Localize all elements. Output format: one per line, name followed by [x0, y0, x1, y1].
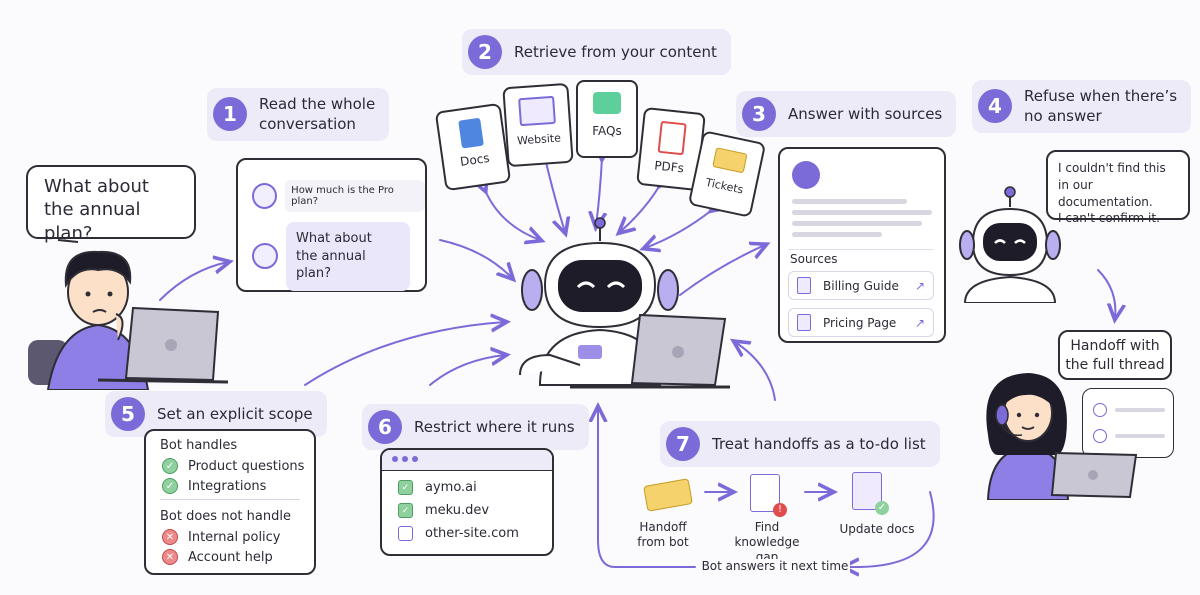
step-7-number: 7 — [666, 427, 700, 461]
avatar-icon — [252, 243, 278, 270]
sources-label: Sources — [790, 252, 838, 266]
step-7-title: Treat handoffs as a to-do list — [712, 434, 926, 453]
step-1-number: 1 — [213, 97, 247, 132]
cross-icon: ✕ — [162, 549, 178, 565]
scope-handle-item: ✓Integrations — [162, 478, 266, 494]
domain-restriction-card: ✓aymo.ai ✓meku.dev other-site.com — [380, 448, 554, 556]
step-4-number: 4 — [978, 89, 1012, 124]
domain-row-meku[interactable]: ✓meku.dev — [398, 503, 489, 518]
chat-message-1: How much is the Pro plan? — [252, 180, 425, 212]
check-icon: ✓ — [162, 458, 178, 474]
step-3-pill: 3 Answer with sources — [736, 91, 957, 137]
robot-at-laptop — [519, 217, 730, 389]
avatar-icon — [1093, 429, 1107, 443]
check-icon: ✓ — [875, 501, 889, 515]
avatar-icon — [1093, 403, 1107, 417]
checkbox-empty-icon[interactable] — [398, 526, 413, 541]
arrow-bot-to-answer — [679, 245, 765, 296]
document-icon — [797, 314, 811, 331]
update-docs-label: Update docs — [839, 522, 915, 536]
arrow-tickets — [645, 210, 712, 248]
scope-card: Bot handles ✓Product questions ✓Integrat… — [144, 429, 316, 575]
step-3-number: 3 — [742, 97, 776, 131]
domain-row-other[interactable]: other-site.com — [398, 526, 519, 541]
check-icon: ✓ — [162, 478, 178, 494]
arrow-convo-to-bot — [439, 239, 512, 278]
step-2-pill: 2 Retrieve from your content — [462, 29, 731, 75]
arrow-loop-back — [845, 491, 935, 567]
arrow-handoff-to-bot — [735, 342, 776, 401]
ticket-icon — [712, 147, 748, 174]
bot-badge-icon — [792, 161, 820, 189]
domain-row-aymo[interactable]: ✓aymo.ai — [398, 480, 477, 495]
source-website: Website — [502, 82, 574, 168]
arrow-restrict-to-bot — [429, 355, 505, 386]
browser-bar — [382, 450, 552, 471]
step-5-pill: 5 Set an explicit scope — [105, 391, 327, 437]
bot-does-not-handle-label: Bot does not handle — [160, 509, 291, 524]
step-6-pill: 6 Restrict where it runs — [362, 404, 589, 450]
answer-text-placeholder — [792, 199, 932, 237]
step-2-number: 2 — [468, 35, 502, 69]
step-5-number: 5 — [111, 397, 145, 431]
step-6-title: Restrict where it runs — [414, 417, 575, 436]
chat-message-1-text: How much is the Pro plan? — [285, 180, 425, 212]
source-link-pricing[interactable]: Pricing Page ↗ — [788, 308, 934, 337]
external-link-icon: ↗ — [914, 315, 925, 330]
document-icon — [797, 277, 811, 294]
user-illustration — [28, 239, 229, 390]
avatar-icon — [252, 183, 278, 209]
arrow-loop-up — [598, 408, 696, 568]
cross-icon: ✕ — [162, 529, 178, 545]
pdf-icon — [657, 120, 687, 156]
checkbox-checked-icon[interactable]: ✓ — [398, 503, 413, 518]
source-docs: Docs — [434, 102, 512, 192]
scope-handle-item: ✓Product questions — [162, 458, 304, 474]
docs-icon — [458, 117, 484, 149]
step-2-title: Retrieve from your content — [514, 42, 717, 61]
loop-label: Bot answers it next time — [700, 559, 850, 573]
alert-icon: ! — [773, 503, 787, 517]
human-agent-illustration — [986, 373, 1138, 500]
arrow-scope-to-bot — [304, 322, 505, 386]
source-faqs: FAQs — [576, 80, 638, 158]
scope-exclude-item: ✕Internal policy — [162, 529, 281, 545]
step-3-title: Answer with sources — [788, 104, 943, 123]
faq-chat-icon — [593, 92, 621, 114]
step-6-number: 6 — [368, 410, 402, 444]
website-icon — [518, 95, 556, 127]
source-link-billing[interactable]: Billing Guide ↗ — [788, 271, 934, 300]
scope-exclude-item: ✕Account help — [162, 549, 273, 565]
arrow-website — [545, 158, 565, 232]
bot-handles-label: Bot handles — [160, 438, 238, 453]
step-7-pill: 7 Treat handoffs as a to-do list — [660, 421, 940, 467]
answer-card: Sources Billing Guide ↗ Pricing Page ↗ — [778, 147, 946, 343]
arrow-refuse-to-handoff — [1097, 269, 1115, 318]
checkbox-checked-icon[interactable]: ✓ — [398, 480, 413, 495]
document-gap-icon: ! — [750, 474, 787, 517]
robot-refusing — [959, 186, 1061, 303]
step-5-title: Set an explicit scope — [157, 404, 313, 423]
document-updated-icon: ✓ — [852, 472, 889, 515]
arrow-user-to-convo — [159, 262, 228, 301]
external-link-icon: ↗ — [914, 278, 925, 293]
